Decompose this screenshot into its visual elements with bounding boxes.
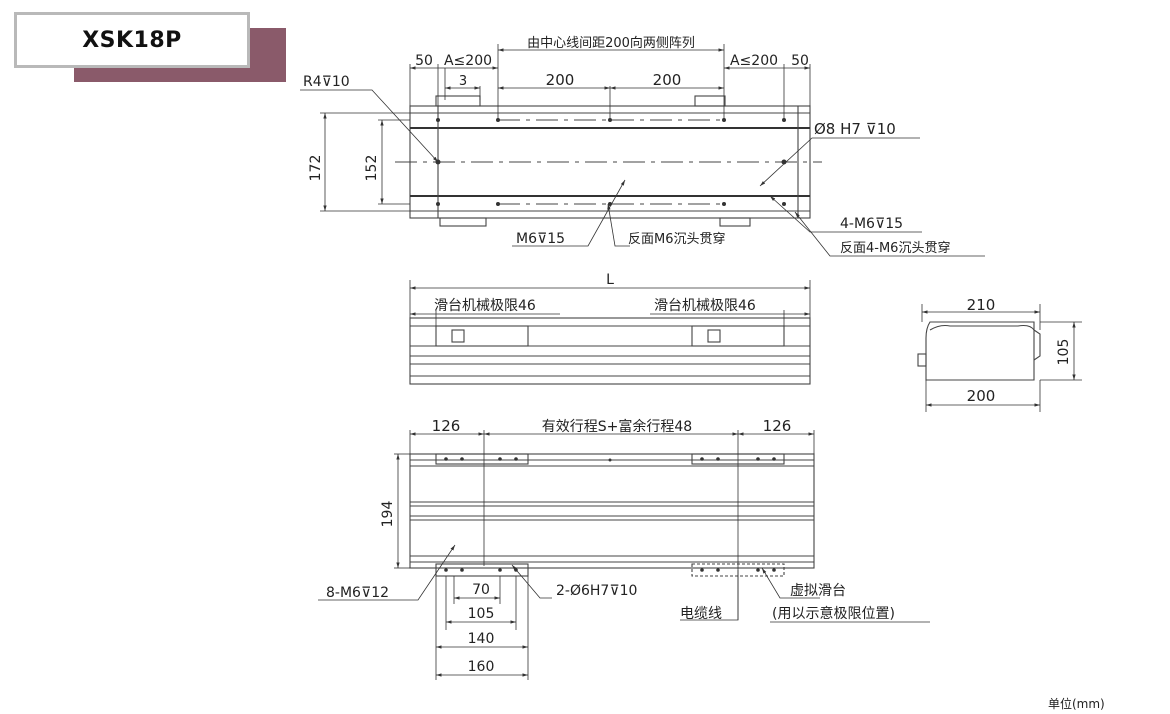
dim-126-left: 126 xyxy=(432,417,461,435)
section-width-top: 210 xyxy=(967,296,996,314)
title-box: XSK18P xyxy=(14,12,250,68)
top-view: 由中心线间距200向两侧阵列 50 A≤200 3 200 200 A≤200 … xyxy=(300,35,985,257)
m6-reverse-label: 反面M6沉头贯穿 xyxy=(628,231,726,247)
side-view: L 滑台机械极限46 滑台机械极限46 xyxy=(409,272,811,385)
dim-126-right: 126 xyxy=(763,417,792,435)
dim-50-left: 50 xyxy=(415,53,433,69)
virtual-slide-note: (用以示意极限位置) xyxy=(772,605,895,622)
dim-a-left: A≤200 xyxy=(444,53,492,69)
bottom-holes xyxy=(444,457,776,572)
bottom-view-outline xyxy=(409,453,815,569)
radius-label: R4⊽10 xyxy=(303,74,350,90)
dim-140: 140 xyxy=(468,631,495,647)
dim-a-right: A≤200 xyxy=(730,53,778,69)
side-carriage-left xyxy=(435,325,529,347)
section-outline xyxy=(925,321,1035,381)
section-width-bottom: 200 xyxy=(967,387,996,405)
limit-left-label: 滑台机械极限46 xyxy=(434,297,536,314)
stroke-note: 有效行程S+富余行程48 xyxy=(542,418,692,435)
dim-200-a: 200 xyxy=(546,71,575,89)
dim-3: 3 xyxy=(459,74,467,89)
m6-label: M6⊽15 xyxy=(516,231,565,247)
limit-right-label: 滑台机械极限46 xyxy=(654,297,756,314)
length-label: L xyxy=(606,272,614,288)
pin-6-label: 2-Ø6H7⊽10 xyxy=(556,583,637,599)
top-carriage-left xyxy=(435,95,481,107)
bottom-carriage-top-left xyxy=(435,453,529,465)
height-172: 172 xyxy=(308,155,324,182)
virtual-slide-label: 虚拟滑台 xyxy=(790,582,846,599)
bottom-carriage-left xyxy=(435,563,529,577)
top-carriage-right xyxy=(694,95,726,107)
section-height: 105 xyxy=(1056,339,1072,366)
center-array-note: 由中心线间距200向两侧阵列 xyxy=(527,35,695,51)
m6-4-label: 4-M6⊽15 xyxy=(840,216,903,232)
dim-200-b: 200 xyxy=(653,71,682,89)
dowel-label: Ø8 H7 ⊽10 xyxy=(814,120,896,138)
model-title: XSK18P xyxy=(82,27,182,53)
section-view: 210 200 105 xyxy=(917,296,1082,412)
m6-8-label: 8-M6⊽12 xyxy=(326,585,389,601)
side-carriage-right xyxy=(691,325,785,347)
cable-label: 电缆线 xyxy=(680,606,722,622)
bottom-view: 126 有效行程S+富余行程48 126 194 8-M6⊽12 2-Ø6H7⊽… xyxy=(318,417,930,680)
dim-50-right: 50 xyxy=(791,53,809,69)
dim-105: 105 xyxy=(468,606,495,622)
height-194: 194 xyxy=(380,501,396,528)
height-152: 152 xyxy=(364,155,380,182)
dim-160: 160 xyxy=(468,659,495,675)
dim-70: 70 xyxy=(472,582,490,598)
m6-4-reverse-label: 反面4-M6沉头贯穿 xyxy=(840,240,950,256)
unit-label: 单位(mm) xyxy=(1048,696,1105,711)
side-view-outline xyxy=(409,317,811,385)
